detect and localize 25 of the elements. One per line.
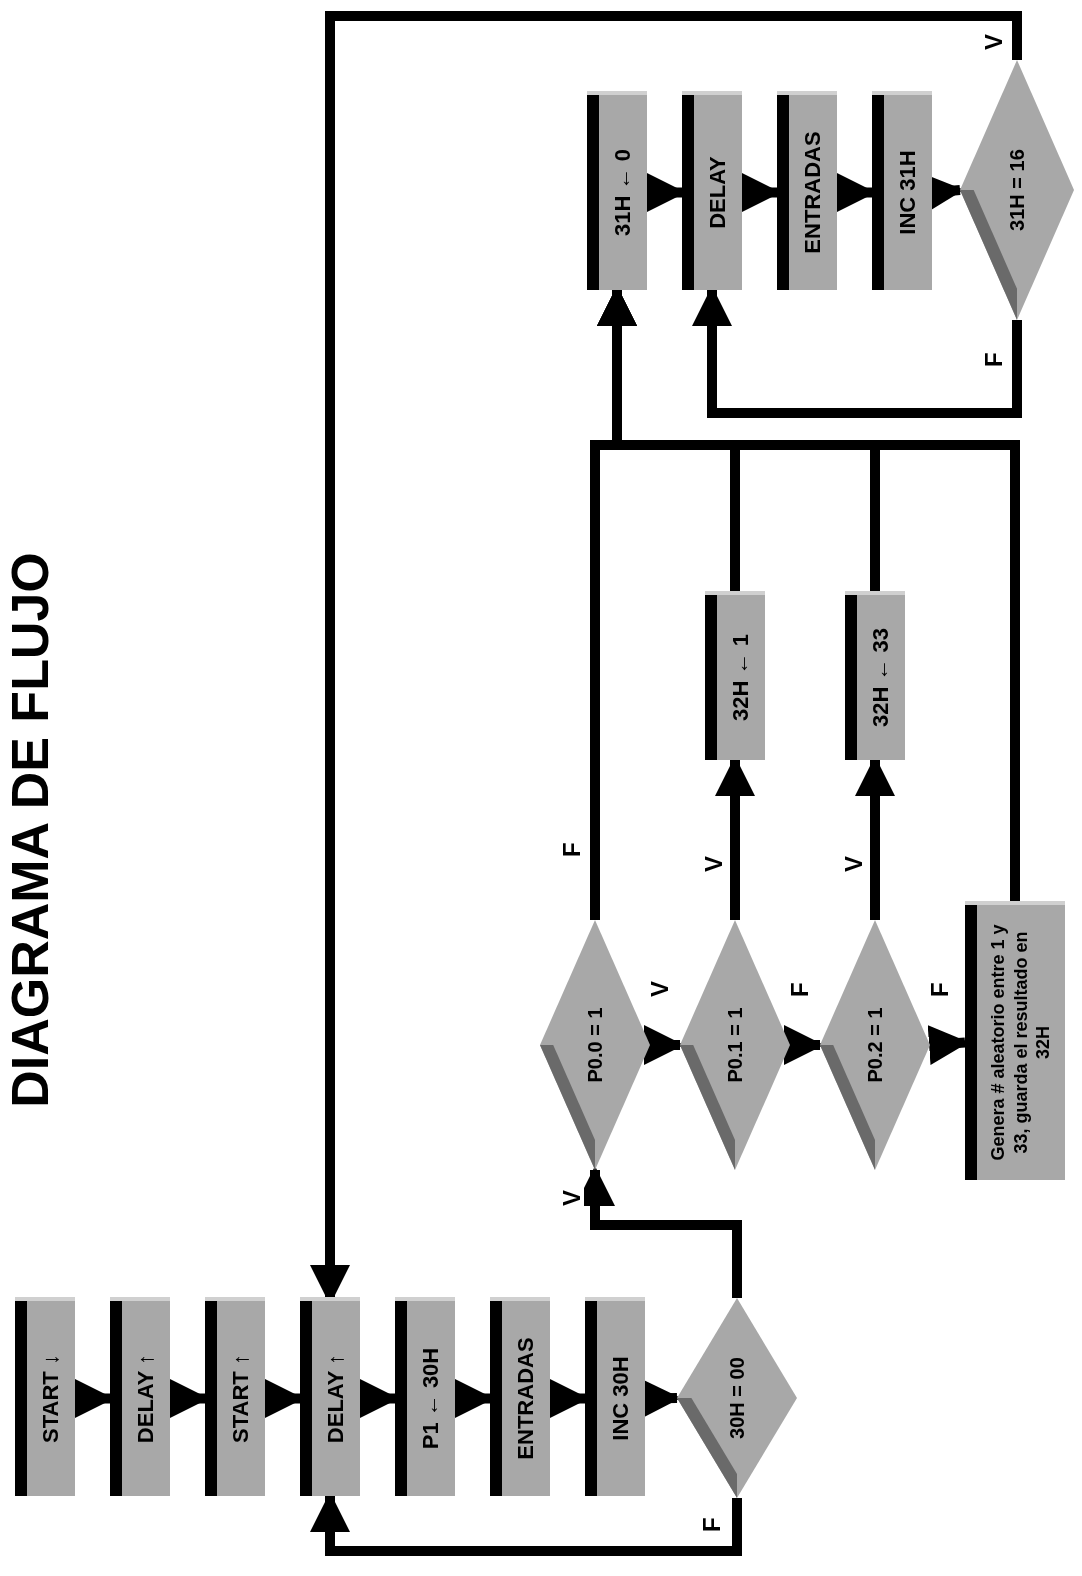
node-label: ENTRADAS [799, 131, 827, 254]
decision-diamond [540, 920, 650, 1170]
node-label: START ↑ [227, 1354, 255, 1443]
node-label: DELAY ↑ [322, 1353, 350, 1444]
node-label: 31H = 16 [1004, 149, 1029, 231]
decision-diamond [960, 60, 1074, 320]
node-label: INC 31H [894, 150, 922, 235]
node-label: 32H ← 1 [727, 634, 755, 721]
node-label: P1 ← 30H [417, 1347, 445, 1450]
node-label: P0.1 = 1 [722, 1007, 747, 1083]
decision-diamond [677, 1298, 797, 1498]
title: DIAGRAMA DE FLUJO [4, 551, 56, 1110]
decision-diamond [820, 920, 930, 1170]
node-label: START ↓ [37, 1354, 65, 1443]
node-label: Genera # aleatorio entre 1 y 33, guarda el resultado en 32H [987, 923, 1055, 1163]
node-label: DELAY [704, 156, 732, 229]
node-label: 31H ← 0 [609, 149, 637, 236]
node-label: 30H = 00 [724, 1357, 749, 1439]
node-label: INC 30H [607, 1356, 635, 1441]
node-label: P0.0 = 1 [582, 1007, 607, 1083]
node-label: 32H ← 33 [867, 627, 895, 728]
node-label: P0.2 = 1 [862, 1007, 887, 1083]
decision-diamond [680, 920, 790, 1170]
node-label: ENTRADAS [512, 1337, 540, 1460]
node-label: DELAY ↑ [132, 1353, 160, 1444]
